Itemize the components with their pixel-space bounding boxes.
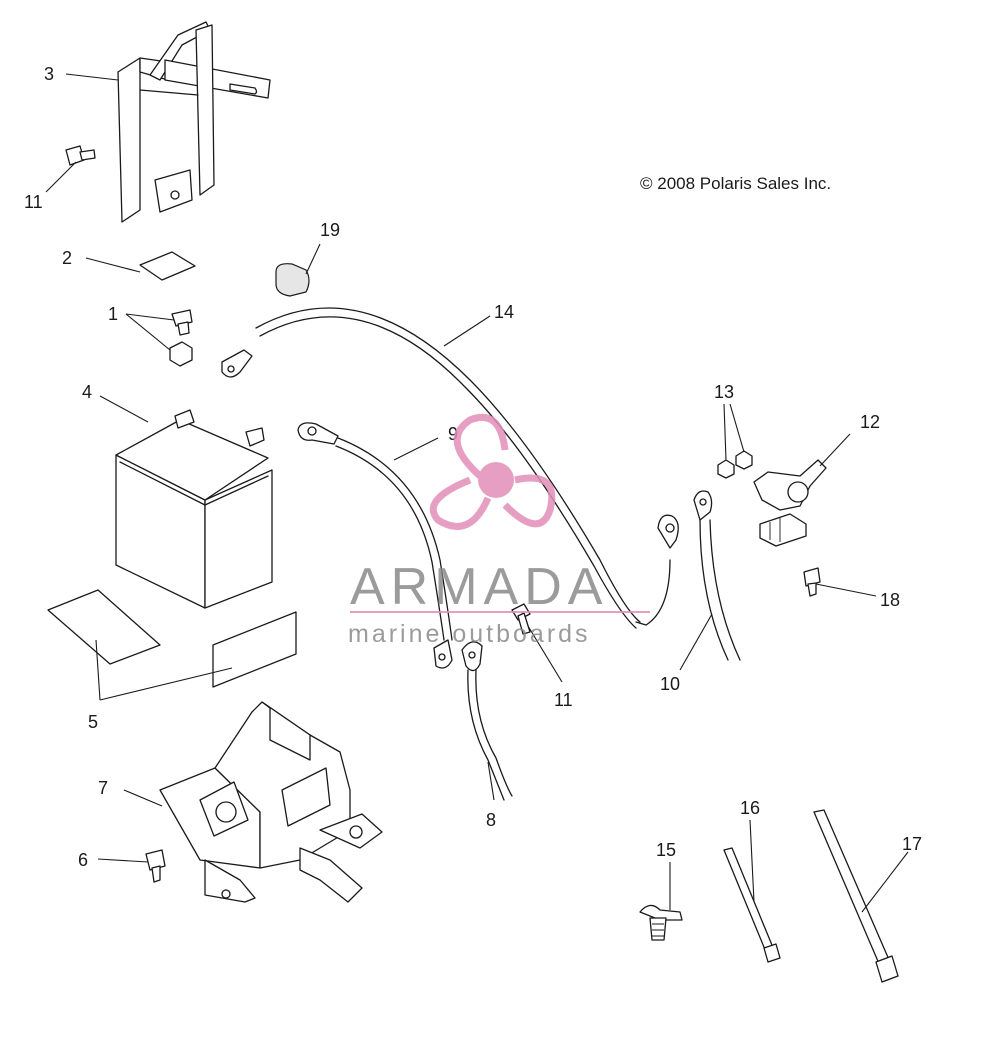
callout-19: 19	[320, 220, 340, 240]
ring-terminal	[221, 349, 253, 378]
callout-numbers: 3 11 2 19 1 4 5 7 6 14 9 11 8 10 13 12 1…	[24, 64, 922, 870]
callout-5: 5	[88, 712, 98, 732]
propeller-logo-icon	[429, 413, 556, 530]
part-18-bolt	[803, 567, 821, 597]
callout-15: 15	[656, 840, 676, 860]
part-12-relay	[753, 459, 827, 547]
callout-2: 2	[62, 248, 72, 268]
part-6-bolt	[145, 849, 166, 883]
part-8-cable	[461, 641, 513, 801]
watermark-brand: ARMADA	[350, 558, 608, 616]
callout-6: 6	[78, 850, 88, 870]
callout-9: 9	[448, 424, 458, 444]
callout-11: 11	[554, 690, 573, 710]
part-17-cable-tie	[813, 809, 899, 983]
leader-lines	[45, 73, 909, 913]
part-2-pad	[139, 251, 196, 281]
part-10-cable	[693, 490, 741, 661]
part-9-cable	[297, 422, 453, 669]
callout-13: 13	[714, 382, 734, 402]
part-1-bolt-and-nut	[169, 309, 193, 367]
callout-3: 3	[44, 64, 54, 84]
callout-11: 11	[24, 192, 43, 212]
part-15-push-clip	[639, 904, 683, 941]
part-7-battery-tray	[159, 701, 383, 903]
callout-7: 7	[98, 778, 108, 798]
callout-10: 10	[660, 674, 680, 694]
part-13-nuts	[717, 450, 753, 479]
callout-4: 4	[82, 382, 92, 402]
armada-watermark: ARMADA marine outboards	[348, 413, 650, 648]
callout-17: 17	[902, 834, 922, 854]
watermark-tagline: marine outboards	[348, 620, 591, 648]
callout-14: 14	[494, 302, 514, 322]
part-16-cable-tie	[723, 847, 781, 963]
part-4-battery	[115, 409, 273, 609]
part-3-bracket	[117, 21, 271, 223]
callout-8: 8	[486, 810, 496, 830]
part-19-terminal-cap	[275, 263, 310, 297]
part-11-bolt-upper	[65, 145, 96, 166]
callout-16: 16	[740, 798, 760, 818]
callout-12: 12	[860, 412, 880, 432]
callout-18: 18	[880, 590, 900, 610]
part-5-pads	[47, 589, 297, 688]
copyright-text: © 2008 Polaris Sales Inc.	[640, 174, 831, 193]
callout-1: 1	[108, 304, 118, 324]
part-14-cable	[255, 307, 679, 629]
